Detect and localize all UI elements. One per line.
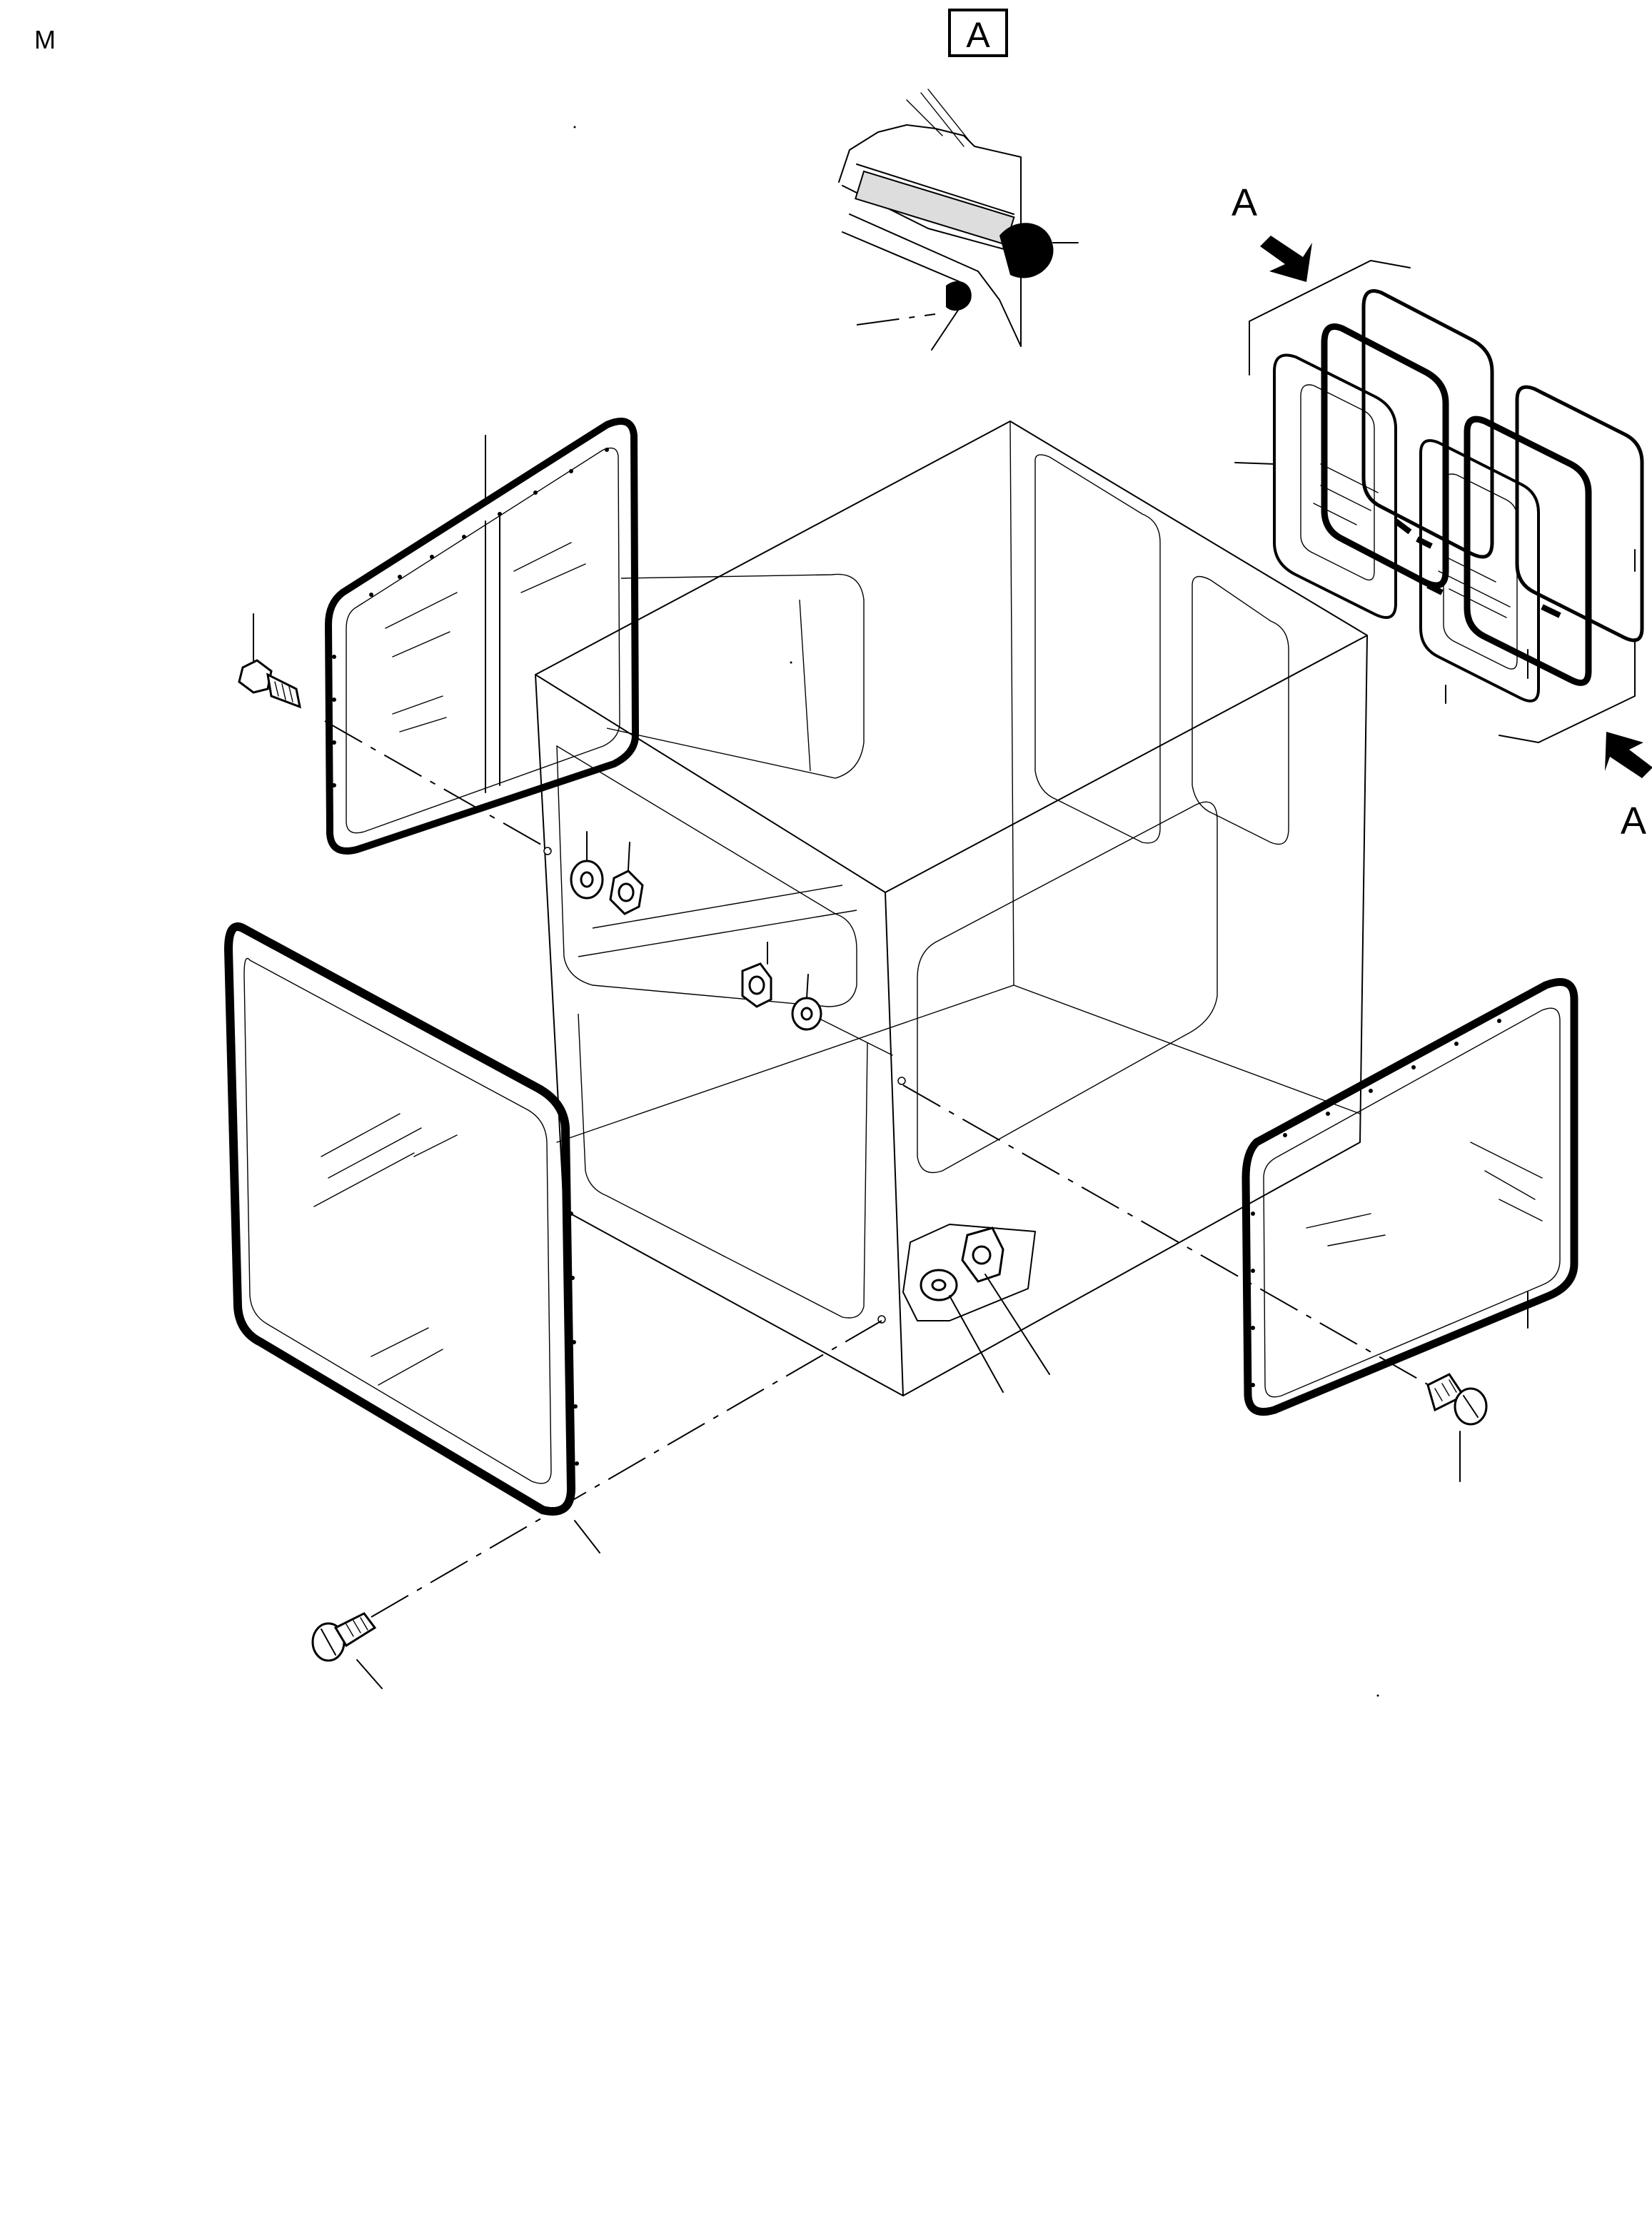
upper-nut-and-washer [570, 831, 644, 915]
cab-body [535, 420, 1368, 1396]
right-window [1241, 978, 1578, 1416]
middle-nut-and-washer [741, 942, 893, 1056]
detail-box [948, 9, 1008, 57]
view-arrow-top [1260, 236, 1312, 282]
window-seal-set: A A [1232, 181, 1652, 842]
detail-box-label: A [966, 15, 990, 55]
view-arrow-bottom [1605, 732, 1652, 778]
upper-left-window [324, 418, 640, 855]
view-arrow-label-bottom: A [1621, 800, 1646, 842]
page-mark: M [34, 25, 56, 54]
upper-left-screw [238, 613, 550, 850]
detail-a: A [838, 9, 1079, 351]
seal-section-detail [838, 89, 1079, 351]
right-screw [902, 1084, 1488, 1482]
lower-left-window [223, 922, 600, 1553]
lower-left-screw [311, 1320, 882, 1689]
view-arrow-label-top: A [1232, 181, 1257, 224]
